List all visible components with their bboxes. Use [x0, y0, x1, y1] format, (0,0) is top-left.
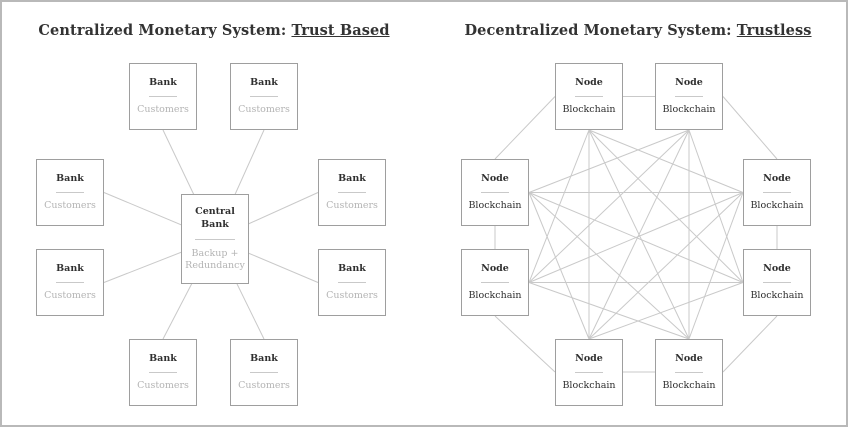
box-divider [481, 192, 509, 194]
node-box-title: Node [763, 262, 791, 274]
right-panel-title: Decentralized Monetary System: Trustless [426, 22, 846, 39]
bank-box-subtitle: Customers [137, 104, 189, 116]
bank-box-subtitle: Customers [44, 290, 96, 302]
node-box-title: Node [675, 76, 703, 88]
box-divider [575, 372, 603, 374]
bank-box-top-left: Bank Customers [129, 63, 197, 130]
box-divider [250, 372, 278, 374]
central-bank-box: Central Bank Backup + Redundancy [181, 194, 249, 284]
box-divider [675, 372, 703, 374]
bank-box-bottom-left: Bank Customers [129, 339, 197, 406]
bank-box-right-upper: Bank Customers [318, 159, 386, 226]
box-divider [56, 192, 84, 194]
bank-box-subtitle: Customers [137, 380, 189, 392]
left-title-underlined: Trust Based [291, 22, 390, 39]
box-divider [763, 192, 791, 194]
central-bank-title: Central Bank [195, 206, 235, 230]
node-box-subtitle: Blockchain [468, 200, 522, 212]
node-box-title: Node [763, 172, 791, 184]
node-box-left-upper: Node Blockchain [461, 159, 529, 226]
bank-box-subtitle: Customers [326, 290, 378, 302]
node-box-left-lower: Node Blockchain [461, 249, 529, 316]
bank-box-title: Bank [338, 172, 366, 184]
bank-box-title: Bank [149, 352, 177, 364]
node-box-subtitle: Blockchain [662, 104, 716, 116]
bank-box-subtitle: Customers [238, 104, 290, 116]
bank-box-subtitle: Customers [326, 200, 378, 212]
left-panel-title: Centralized Monetary System: Trust Based [2, 22, 426, 39]
node-box-right-upper: Node Blockchain [743, 159, 811, 226]
right-title-underlined: Trustless [736, 22, 812, 39]
left-title-prefix: Centralized Monetary System: [38, 22, 292, 39]
node-box-title: Node [481, 172, 509, 184]
bank-box-title: Bank [149, 76, 177, 88]
node-box-subtitle: Blockchain [562, 104, 616, 116]
node-box-bottom-left: Node Blockchain [555, 339, 623, 406]
node-box-top-right: Node Blockchain [655, 63, 723, 130]
bank-box-title: Bank [250, 352, 278, 364]
node-box-subtitle: Blockchain [662, 380, 716, 392]
central-bank-subtitle: Backup + Redundancy [185, 247, 245, 271]
box-divider [575, 96, 603, 98]
bank-box-left-upper: Bank Customers [36, 159, 104, 226]
node-box-title: Node [575, 76, 603, 88]
bank-box-bottom-right: Bank Customers [230, 339, 298, 406]
right-title-prefix: Decentralized Monetary System: [464, 22, 737, 39]
box-divider [149, 96, 177, 98]
box-divider [763, 282, 791, 284]
node-box-right-lower: Node Blockchain [743, 249, 811, 316]
box-divider [675, 96, 703, 98]
node-box-top-left: Node Blockchain [555, 63, 623, 130]
box-divider [195, 238, 235, 240]
box-divider [56, 282, 84, 284]
node-box-title: Node [481, 262, 509, 274]
node-box-bottom-right: Node Blockchain [655, 339, 723, 406]
box-divider [250, 96, 278, 98]
bank-box-subtitle: Customers [44, 200, 96, 212]
node-box-subtitle: Blockchain [468, 290, 522, 302]
node-box-title: Node [575, 352, 603, 364]
node-box-subtitle: Blockchain [750, 290, 804, 302]
box-divider [338, 192, 366, 194]
bank-box-title: Bank [338, 262, 366, 274]
bank-box-title: Bank [56, 172, 84, 184]
node-box-title: Node [675, 352, 703, 364]
bank-box-title: Bank [56, 262, 84, 274]
box-divider [149, 372, 177, 374]
bank-box-top-right: Bank Customers [230, 63, 298, 130]
box-divider [338, 282, 366, 284]
node-box-subtitle: Blockchain [562, 380, 616, 392]
bank-box-title: Bank [250, 76, 278, 88]
node-box-subtitle: Blockchain [750, 200, 804, 212]
bank-box-subtitle: Customers [238, 380, 290, 392]
bank-box-left-lower: Bank Customers [36, 249, 104, 316]
bank-box-right-lower: Bank Customers [318, 249, 386, 316]
box-divider [481, 282, 509, 284]
